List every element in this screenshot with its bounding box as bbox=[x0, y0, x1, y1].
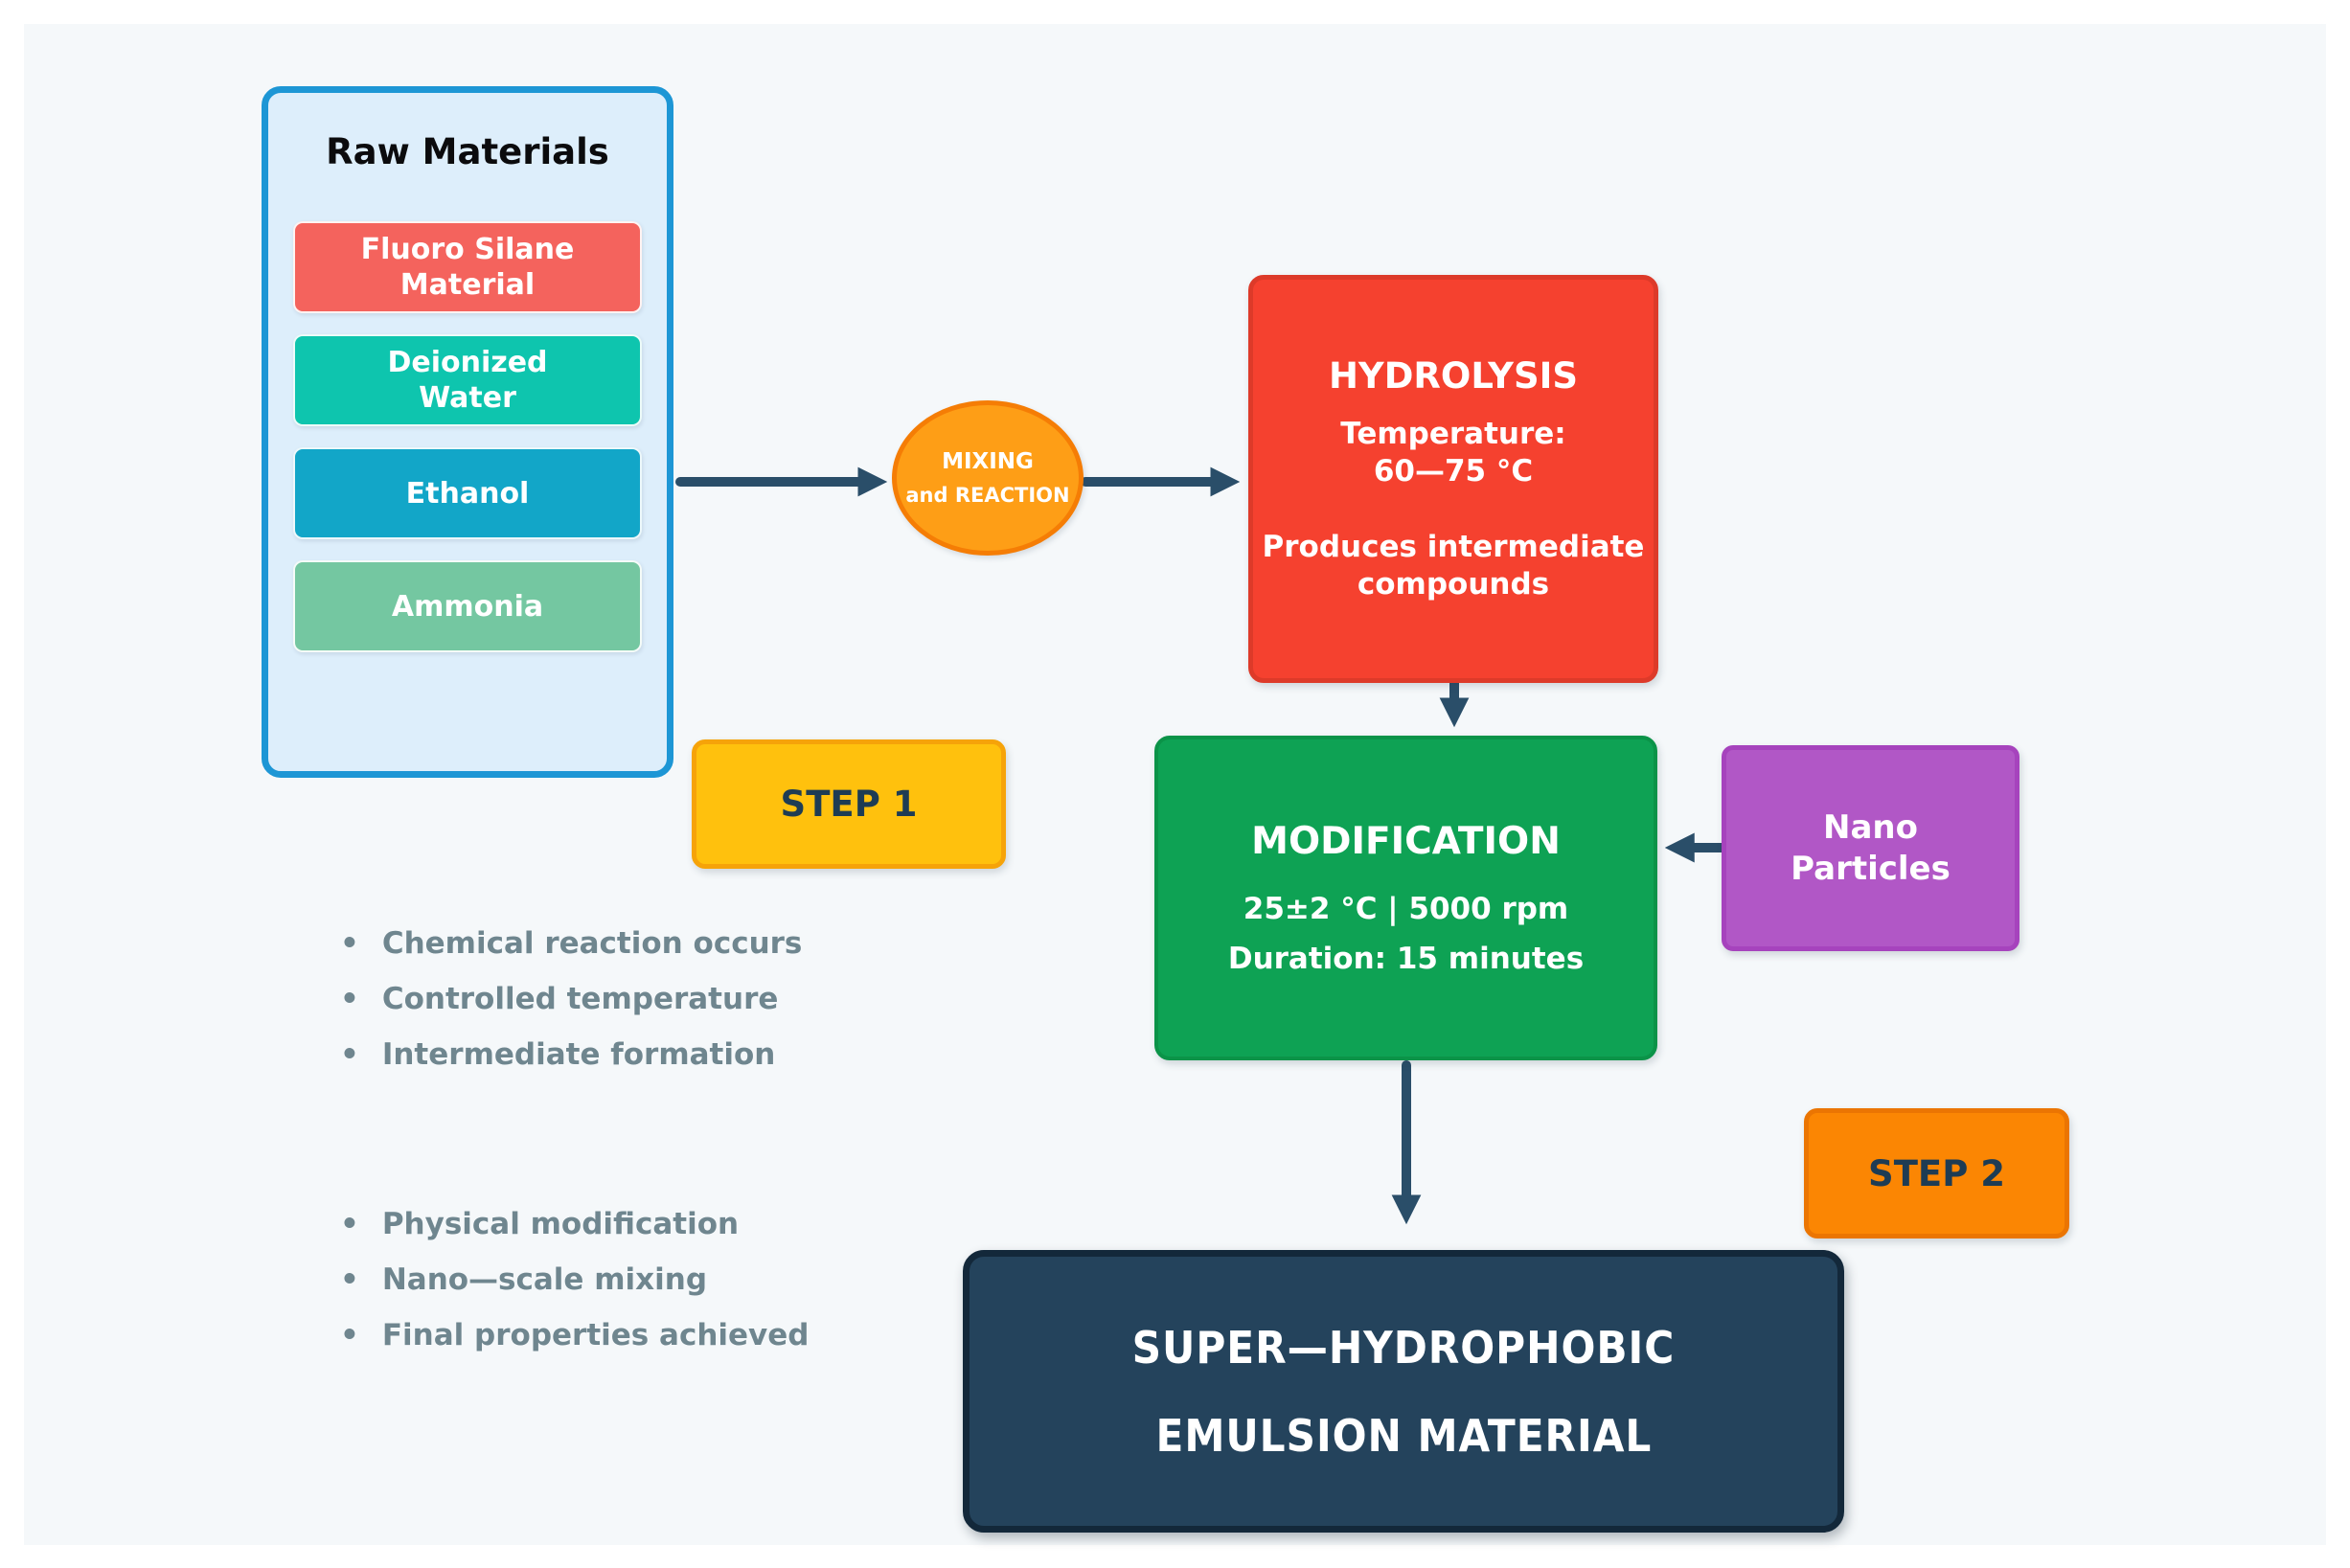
modification-conditions: 25±2 °C | 5000 rpm bbox=[1243, 892, 1569, 926]
hydrolysis-title: HYDROLYSIS bbox=[1328, 354, 1579, 397]
step1-note-text: Intermediate formation bbox=[381, 1037, 776, 1072]
step1-notes-list: • Chemical reaction occurs • Controlled … bbox=[340, 916, 802, 1082]
hydrolysis-temperature: Temperature: 60—75 °C bbox=[1340, 416, 1566, 489]
raw-materials-title: Raw Materials bbox=[326, 131, 609, 172]
bullet-icon: • bbox=[340, 926, 359, 961]
step2-note-text: Physical modification bbox=[381, 1207, 740, 1241]
mixing-label-line2: and REACTION bbox=[905, 484, 1070, 507]
step2-badge: STEP 2 bbox=[1804, 1108, 2069, 1238]
mixing-label-line1: MIXING bbox=[942, 449, 1034, 474]
final-product-line2: EMULSION MATERIAL bbox=[1155, 1409, 1652, 1462]
bullet-icon: • bbox=[340, 1318, 359, 1352]
raw-material-ammonia: Ammonia bbox=[293, 560, 642, 652]
raw-material-deionized-water: Deionized Water bbox=[293, 334, 642, 426]
step1-note-item: • Chemical reaction occurs bbox=[340, 916, 802, 971]
mixing-reaction-node: MIXING and REACTION bbox=[892, 400, 1084, 556]
step1-note-item: • Intermediate formation bbox=[340, 1027, 802, 1082]
step2-note-item: • Physical modification bbox=[340, 1196, 809, 1252]
hydrolysis-node: HYDROLYSIS Temperature: 60—75 °C Produce… bbox=[1248, 275, 1658, 683]
step2-note-item: • Final properties achieved bbox=[340, 1307, 809, 1363]
raw-material-fluoro-silane: Fluoro Silane Material bbox=[293, 221, 642, 313]
step1-badge: STEP 1 bbox=[692, 739, 1006, 869]
nano-particles-node: Nano Particles bbox=[1722, 745, 2019, 951]
step1-note-item: • Controlled temperature bbox=[340, 971, 802, 1027]
step2-note-text: Final properties achieved bbox=[381, 1318, 810, 1352]
final-product-line1: SUPER—HYDROPHOBIC bbox=[1131, 1321, 1676, 1374]
final-product-node: SUPER—HYDROPHOBIC EMULSION MATERIAL bbox=[963, 1250, 1844, 1533]
bullet-icon: • bbox=[340, 1037, 359, 1072]
raw-materials-container: Raw Materials Fluoro Silane Material Dei… bbox=[262, 86, 673, 778]
step2-note-item: • Nano—scale mixing bbox=[340, 1252, 809, 1307]
raw-material-ethanol: Ethanol bbox=[293, 447, 642, 539]
step1-note-text: Chemical reaction occurs bbox=[381, 926, 803, 961]
bullet-icon: • bbox=[340, 982, 359, 1016]
modification-duration: Duration: 15 minutes bbox=[1227, 942, 1585, 976]
bullet-icon: • bbox=[340, 1207, 359, 1241]
hydrolysis-note: Produces intermediate compounds bbox=[1262, 529, 1645, 602]
step2-note-text: Nano—scale mixing bbox=[381, 1262, 708, 1297]
step1-note-text: Controlled temperature bbox=[381, 982, 779, 1016]
modification-title: MODIFICATION bbox=[1251, 820, 1561, 863]
bullet-icon: • bbox=[340, 1262, 359, 1297]
modification-node: MODIFICATION 25±2 °C | 5000 rpm Duration… bbox=[1154, 736, 1657, 1060]
step2-notes-list: • Physical modification • Nano—scale mix… bbox=[340, 1196, 809, 1363]
